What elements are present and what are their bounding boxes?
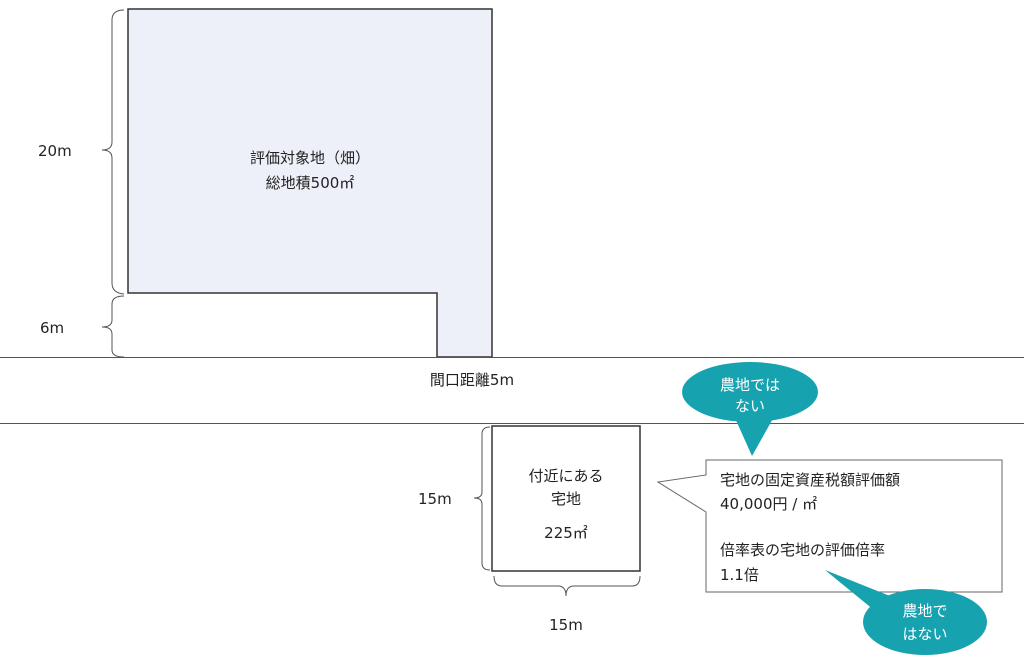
info-callout — [656, 459, 1003, 593]
multiplier-label: 倍率表の宅地の評価倍率 — [720, 541, 885, 559]
nearby-lot-label-2: 宅地 — [551, 490, 581, 508]
multiplier-value: 1.1倍 — [720, 566, 759, 584]
svg-text:農地で: 農地で — [902, 602, 947, 620]
brace-nearby-depth — [473, 426, 491, 571]
bubble-top: 農地では ない — [682, 362, 818, 456]
frontage-label: 間口距離5m — [430, 371, 514, 389]
brace-20m — [101, 9, 125, 295]
nearby-lot-label-1: 付近にある — [528, 467, 603, 485]
depth-20m-label: 20m — [38, 142, 72, 160]
nearby-lot — [491, 425, 641, 572]
svg-text:はない: はない — [902, 625, 947, 643]
nearby-lot-area: 225㎡ — [544, 524, 588, 542]
svg-text:ない: ない — [735, 397, 765, 415]
nearby-depth-label: 15m — [418, 490, 452, 508]
fixed-asset-value: 40,000円 / ㎡ — [720, 495, 817, 513]
target-land-area: 総地積500㎡ — [266, 174, 355, 192]
target-land-label: 評価対象地（畑） — [250, 149, 370, 167]
bubble-bottom: 農地で はない — [825, 570, 987, 655]
nearby-width-label: 15m — [549, 616, 583, 634]
brace-nearby-width — [493, 575, 641, 597]
brace-6m — [101, 295, 125, 358]
fixed-asset-value-label: 宅地の固定資産税額評価額 — [720, 471, 900, 489]
svg-text:農地では: 農地では — [720, 376, 780, 394]
depth-6m-label: 6m — [40, 319, 64, 337]
